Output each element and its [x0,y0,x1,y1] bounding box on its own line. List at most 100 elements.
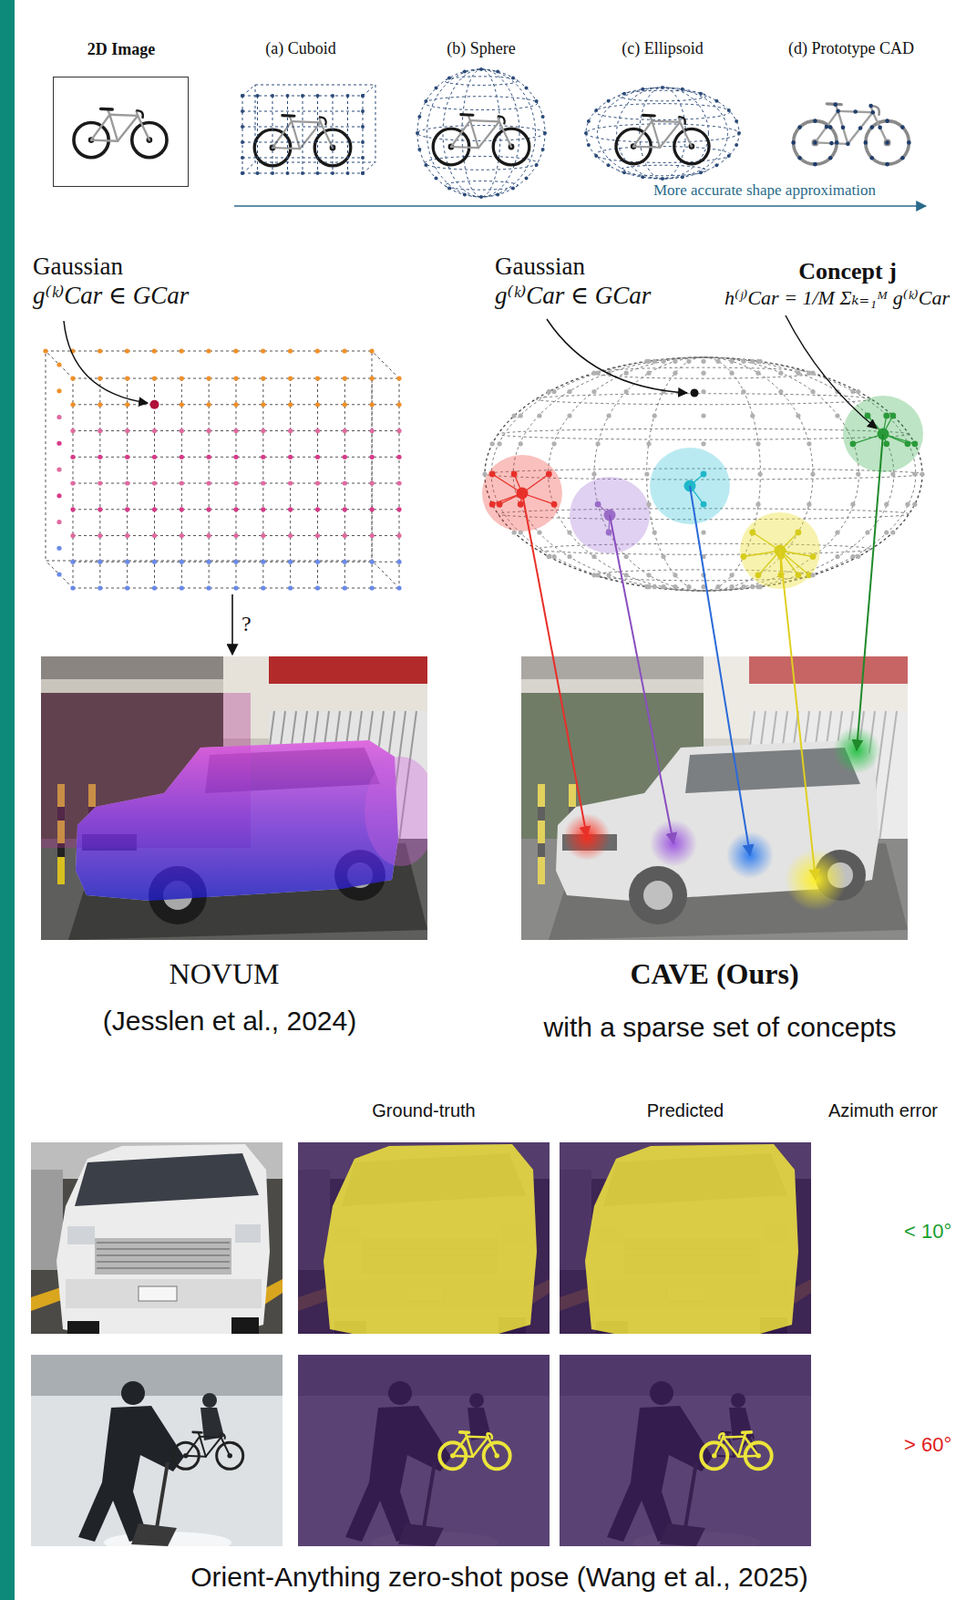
bicycle-frame [722,1437,739,1457]
gaussian-dot [152,428,157,433]
gaussian-dot [287,348,293,353]
gaussian-dot [315,533,320,538]
gaussian-dot [758,359,763,364]
gaussian-dot [795,571,802,578]
bicycle [432,114,530,165]
mesh-vertex [495,69,500,73]
gaussian-dot [315,348,320,353]
mesh-vertex [534,99,539,103]
mesh-vertex [316,93,320,98]
gaussian-dot [233,454,238,460]
grid-line [302,95,304,174]
mesh-vertex [256,171,260,175]
parallel [594,367,813,379]
van-body [56,1143,270,1334]
gaussian-dot [489,471,496,478]
gaussian-dot [206,533,212,538]
mesh-vertex [698,92,703,96]
gaussian-dot [911,440,918,447]
gaussian-dot [518,412,524,418]
mesh-vertex [240,124,245,129]
gaussian-dot [740,389,746,394]
mask-photo: Predicted [559,1141,812,1334]
bicycle-saddle [282,113,295,118]
mesh-vertex [852,109,858,114]
gaussian-dot [70,428,75,433]
mesh-vertex [680,174,685,179]
gaussian-dot [624,572,629,577]
bicycle-frame [814,111,838,144]
gaussian-dot [260,533,266,538]
gaussian-dot [70,559,75,565]
gaussian-dot [97,428,103,433]
gaussian-dot [206,375,212,381]
gaussian-dot [566,389,572,394]
gaussian-dot [855,471,861,476]
gaussian-dot [496,501,504,508]
bicycle-frame [109,114,138,116]
mesh-vertex [714,99,719,103]
grid-line [317,95,319,174]
gaussian-dot [152,348,157,353]
van-windshield [74,1152,259,1206]
grid-line [332,95,334,174]
bicycle-frame [651,121,680,123]
gaussian-dot [260,585,266,590]
gaussian-dot [758,584,763,589]
gaussian-dot [396,559,401,565]
gaussian-dot [342,533,348,538]
bicycle [439,1431,510,1469]
mesh-vertex [462,193,467,197]
gaussian-dot [396,506,401,512]
photo-background [30,1354,283,1546]
gaussian-dot [179,533,185,538]
meridian [442,69,520,197]
mesh-vertex [812,140,818,145]
mesh-vertex [834,140,840,145]
grille-bar [96,1260,230,1263]
gaussian-dot [56,545,62,551]
error-value: > 60° [904,1432,952,1456]
gaussian-dot [124,533,130,538]
gaussian-dot [778,389,783,394]
gaussian-dot [124,559,130,565]
gaussian-dot [595,370,600,376]
cuboid-edge [242,84,256,96]
gaussian-dot [546,389,552,394]
bicycle-frame [651,121,660,148]
mesh-vertex [869,155,874,161]
bicycle-frame [272,121,292,148]
gaussian-dot [855,554,861,559]
gaussian-dot [124,428,130,433]
bicycle-frame [452,1454,473,1458]
mesh-vertex [360,171,365,175]
cuboid-edge [371,350,400,379]
gaussian-dot [56,493,62,498]
gaussian-dot [672,572,678,577]
mesh-vertex [737,131,741,135]
gaussian-dot [70,375,75,381]
mesh-vertex [360,93,365,98]
snow-photo [559,1354,812,1546]
bicycle-frame [744,1436,759,1456]
gaussian-dot [749,529,756,536]
gaussian-dot [342,401,348,407]
bicycle [616,114,710,164]
gaussian-dot [369,428,375,433]
gaussian-dot [287,506,293,512]
gaussian-dot [396,428,401,433]
gaussian-dot [795,529,802,536]
grid-line [242,173,363,175]
gaussian-dot [810,572,815,577]
bicycle-frame [738,1436,745,1457]
gaussian-dot [919,471,925,476]
gaussian-dot [287,533,293,538]
mesh-vertex [622,170,627,175]
gaussian-dot [496,441,502,446]
bicycle-frame [714,1437,724,1456]
gaussian-dot [97,533,103,538]
connector-arrow [780,550,816,880]
meridian [616,87,710,179]
gaussian-dot [369,559,375,565]
